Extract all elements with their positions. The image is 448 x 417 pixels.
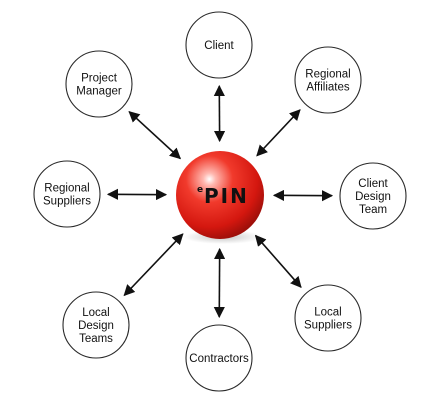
node-circle — [33, 160, 101, 228]
node-circle — [65, 50, 133, 118]
node-circle — [339, 162, 407, 230]
node-label: Regional — [305, 69, 350, 81]
hub-label-main: PIN — [204, 184, 249, 208]
node-label: Team — [359, 204, 387, 216]
node-label: Contractors — [189, 353, 249, 365]
node-label: Regional — [44, 183, 89, 195]
node-label: Client — [204, 40, 234, 52]
node-label: Suppliers — [304, 320, 352, 332]
node-circle — [185, 324, 253, 392]
node-label: Affiliates — [306, 82, 350, 94]
node-label: Project — [81, 73, 118, 85]
hub-sphere — [176, 151, 264, 239]
node-label: Teams — [79, 333, 113, 345]
arrow-hub-local-design-teams — [123, 233, 184, 297]
connections-layer — [106, 84, 334, 319]
nodes-layer: ClientRegionalAffiliatesClientDesignTeam… — [33, 11, 407, 392]
arrow-hub-local-suppliers — [254, 234, 302, 289]
node-circle — [294, 46, 362, 114]
node-label: Local — [314, 307, 342, 319]
node-label: Design — [355, 191, 391, 203]
node-contractors: Contractors — [185, 324, 253, 392]
node-label: Local — [82, 307, 110, 319]
node-circle — [294, 284, 362, 352]
node-label: Suppliers — [43, 196, 91, 208]
node-label: Client — [358, 178, 388, 190]
node-client: Client — [185, 11, 253, 79]
node-label: Design — [78, 320, 114, 332]
arrow-hub-regional-affiliates — [256, 109, 301, 157]
node-circle — [185, 11, 253, 79]
hub-label-prefix: e — [197, 185, 203, 195]
arrow-hub-project-manager — [128, 110, 182, 160]
node-circle — [62, 291, 130, 359]
node-label: Manager — [76, 86, 122, 98]
